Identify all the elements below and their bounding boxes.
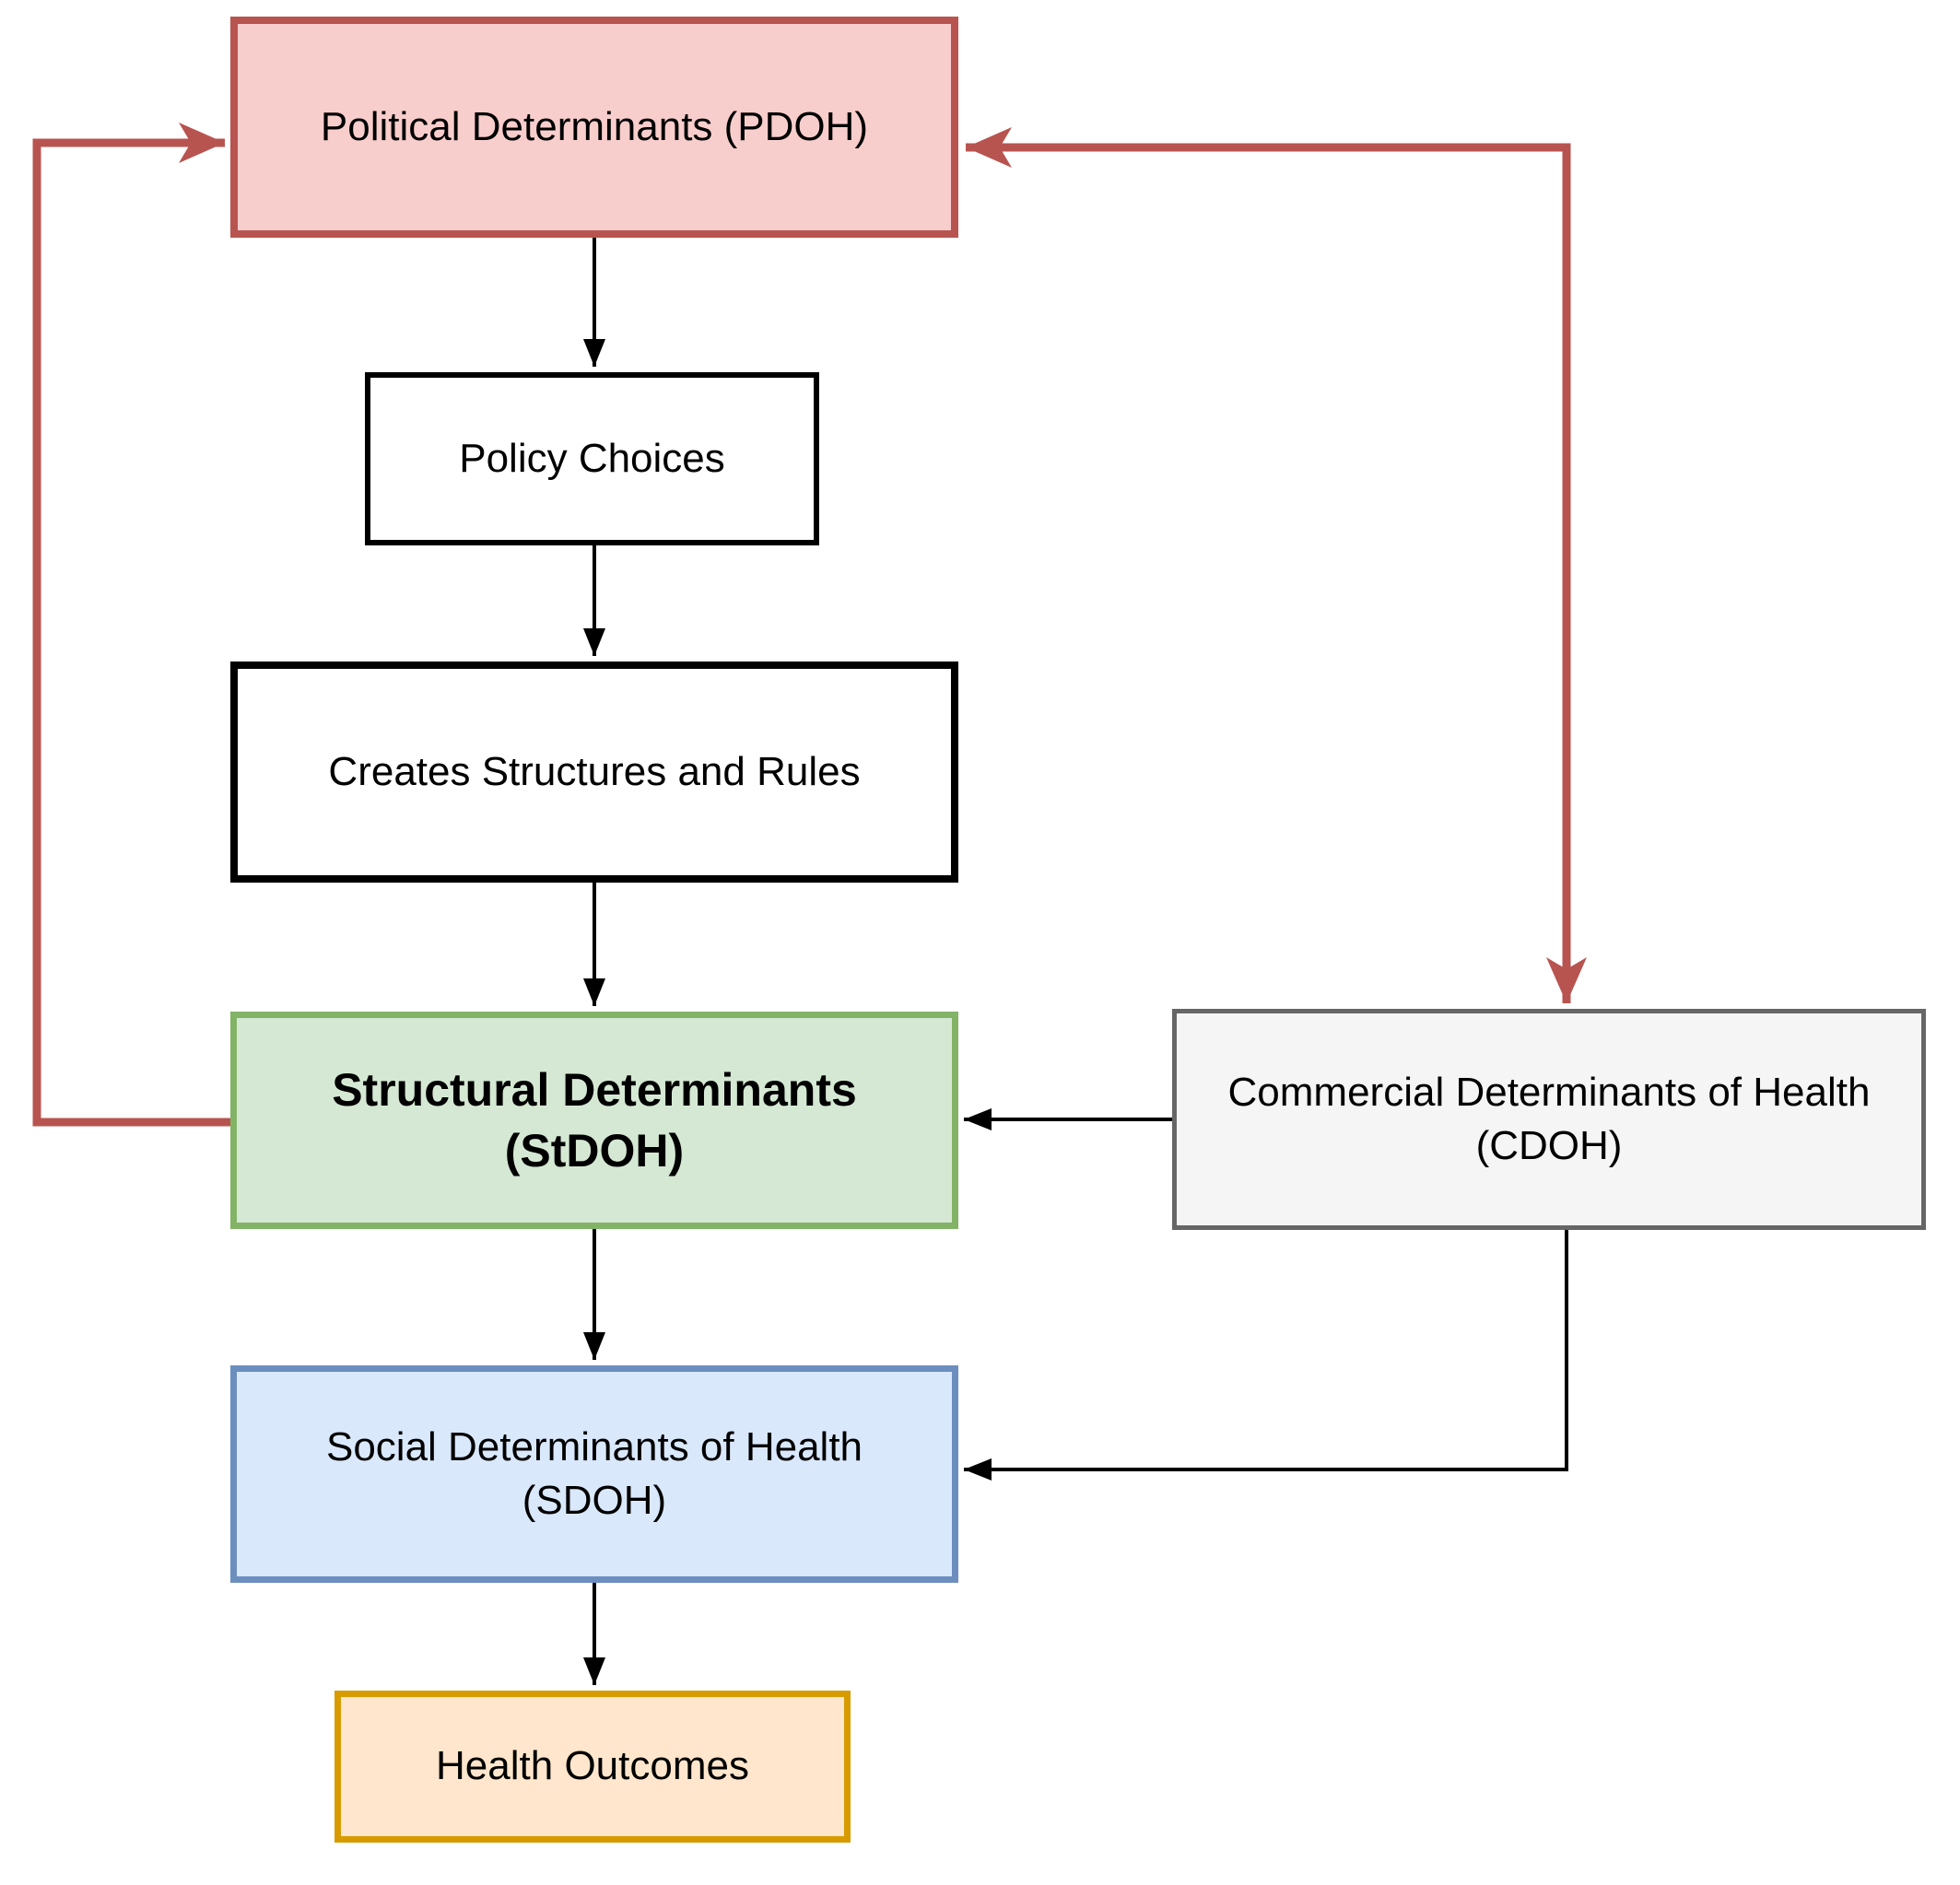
node-health-outcomes: Health Outcomes [334,1691,851,1843]
node-policy-choices: Policy Choices [365,372,819,545]
node-structural-determinants-label: Structural Determinants [332,1064,857,1116]
node-commercial-determinants: Commercial Determinants of Health (CDOH) [1172,1009,1926,1230]
node-commercial-determinants-abbrev: (CDOH) [1475,1123,1623,1168]
node-health-outcomes-label: Health Outcomes [436,1743,749,1789]
node-social-determinants-label: Social Determinants of Health [325,1423,863,1469]
node-structural-determinants: Structural Determinants (StDOH) [230,1012,958,1229]
node-structural-determinants-abbrev: (StDOH) [504,1125,685,1177]
node-social-determinants: Social Determinants of Health (SDOH) [230,1365,958,1583]
feedback-arrow-stdoh-to-pdoh [32,123,230,1127]
node-policy-choices-label: Policy Choices [459,435,725,481]
feedback-arrow-pdoh-cdoh-bidirectional [966,127,1587,1003]
node-political-determinants-label: Political Determinants (PDOH) [320,103,869,149]
arrow-cdoh-to-sdoh [964,1230,1568,1481]
node-political-determinants: Political Determinants (PDOH) [230,17,958,238]
node-commercial-determinants-label: Commercial Determinants of Health [1227,1069,1871,1115]
node-social-determinants-abbrev: (SDOH) [522,1478,667,1523]
node-creates-structures-and-rules: Creates Structures and Rules [230,662,958,883]
node-creates-structures-and-rules-label: Creates Structures and Rules [328,748,861,794]
